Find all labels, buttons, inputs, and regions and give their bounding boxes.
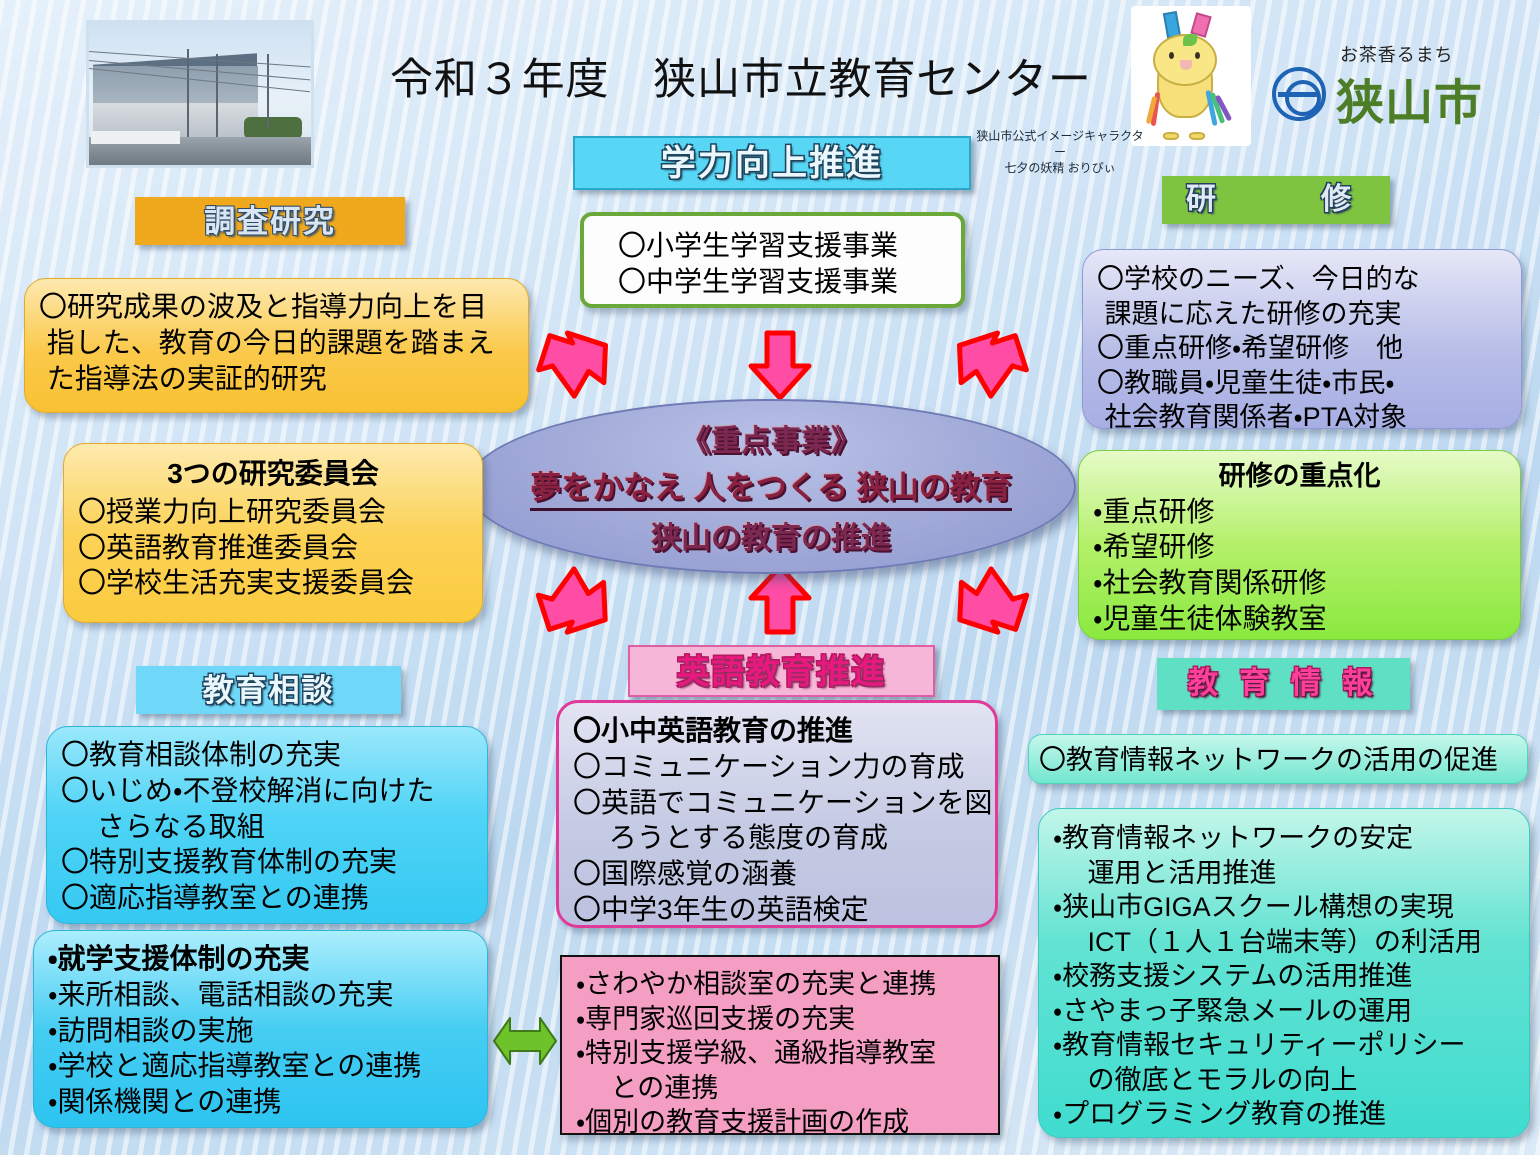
box-kyoiku-soudan: 〇教育相談体制の充実 〇いじめ・不登校解消に向けた さらなる取組 〇特別支援教育… bbox=[46, 726, 488, 924]
central-focus-ellipse: 《重点事業》 夢をかなえ 人をつくる 狭山の教育 狭山の教育の推進 bbox=[466, 399, 1076, 574]
header-kenshu: 研 修 bbox=[1162, 176, 1390, 224]
list-item: た指導法の実証的研究 bbox=[39, 362, 327, 394]
arrow-jouhou-to-center bbox=[950, 562, 1030, 635]
list-item: との連携 bbox=[576, 1072, 719, 1103]
box-three-research-committees: 3つの研究委員会 〇授業力向上研究委員会 〇英語教育推進委員会 〇学校生活充実支… bbox=[63, 443, 483, 623]
box-title: 研修の重点化 bbox=[1218, 461, 1381, 491]
list-item: 〇小学生学習支援事業 bbox=[618, 230, 899, 261]
list-item: 〇特別支援教育体制の充実 bbox=[61, 846, 398, 878]
list-item: 〇適応指導教室との連携 bbox=[61, 882, 369, 914]
list-item: 運用と活用推進 bbox=[1053, 857, 1277, 888]
list-item: 〇中学3年生の英語検定 bbox=[573, 894, 869, 926]
list-item: 〇学校のニーズ、今日的な bbox=[1097, 264, 1420, 294]
list-item: 〇英語教育推進委員会 bbox=[78, 531, 359, 563]
list-item: ・関係機関との連携 bbox=[48, 1086, 282, 1118]
box-title: 3つの研究委員会 bbox=[167, 458, 379, 489]
list-item: 〇教育情報ネットワークの活用の促進 bbox=[1039, 745, 1498, 775]
center-line-2: 夢をかなえ 人をつくる 狭山の教育 bbox=[530, 462, 1012, 511]
list-item: 〇研究成果の波及と指導力向上を目 bbox=[39, 291, 488, 322]
list-item: ・児童生徒体験教室 bbox=[1093, 603, 1327, 635]
list-item: ・来所相談、電話相談の充実 bbox=[48, 978, 394, 1010]
box-sawayaka-soudanshitsu: ・さわやか相談室の充実と連携 ・専門家巡回支援の充実 ・特別支援学級、通級指導教… bbox=[560, 955, 1000, 1137]
list-item: 〇教職員・児童生徒・市民・ bbox=[1097, 367, 1395, 398]
list-item: ・社会教育関係研修 bbox=[1093, 567, 1327, 599]
list-item: 〇中学生学習支援事業 bbox=[618, 265, 899, 297]
page-title: 令和３年度 狭山市立教育センター bbox=[390, 56, 1092, 104]
center-line-1: 《重点事業》 bbox=[681, 425, 861, 458]
center-line-3: 狭山の教育の推進 bbox=[651, 522, 891, 555]
list-item: 〇コミュニケーション力の育成 bbox=[573, 750, 965, 782]
arrow-soudan-to-center bbox=[535, 562, 615, 635]
arrow-eigo-to-center bbox=[745, 562, 815, 636]
list-item: 社会教育関係者・PTA対象 bbox=[1097, 402, 1408, 433]
list-item: ・学校と適応指導教室との連携 bbox=[48, 1050, 422, 1082]
header-chousa-kenkyu: 調査研究 bbox=[135, 197, 405, 245]
list-item: ろうとする態度の育成 bbox=[573, 822, 888, 854]
arrow-kenshu-to-center bbox=[950, 330, 1030, 403]
box-title: ・就学支援体制の充実 bbox=[48, 943, 310, 974]
mascot-oripii-illustration bbox=[1131, 6, 1251, 146]
list-item: 〇英語でコミュニケーションを図 bbox=[573, 786, 993, 818]
list-item: 〇重点研修・希望研修 他 bbox=[1097, 333, 1404, 364]
list-item: ・専門家巡回支援の充実 bbox=[576, 1003, 856, 1034]
box-eigo-kyoiku: 〇小中英語教育の推進 〇コミュニケーション力の育成 〇英語でコミュニケーションを… bbox=[556, 700, 998, 928]
list-item: 〇いじめ・不登校解消に向けた bbox=[61, 774, 435, 806]
arrow-gakuryoku-to-center bbox=[745, 330, 815, 402]
box-kyoiku-jouhou-lead: 〇教育情報ネットワークの活用の促進 bbox=[1028, 734, 1528, 784]
list-item: 〇教育相談体制の充実 bbox=[61, 739, 342, 770]
sayama-city-logo: お茶香るまち 狭山市 bbox=[1272, 45, 1522, 130]
list-item: 〇授業力向上研究委員会 bbox=[78, 495, 387, 527]
list-item: ICT（１人１台端末等）の利活用 bbox=[1053, 926, 1483, 957]
list-item: ・教育情報ネットワークの安定 bbox=[1053, 823, 1414, 853]
list-item: 課題に応えた研修の充実 bbox=[1097, 298, 1402, 329]
box-chousa-kenkyu: 〇研究成果の波及と指導力向上を目 指した、教育の今日的課題を踏まえ た指導法の実… bbox=[24, 278, 529, 413]
box-shuugaku-shien: ・就学支援体制の充実 ・来所相談、電話相談の充実 ・訪問相談の実施 ・学校と適応… bbox=[33, 930, 488, 1128]
header-kyoiku-jouhou: 教 育 情 報 bbox=[1157, 658, 1410, 710]
arrow-shuugaku-sawayaka-link bbox=[490, 1012, 560, 1070]
list-item: ・プログラミング教育の推進 bbox=[1053, 1099, 1387, 1130]
city-logo-name: 狭山市 bbox=[1336, 77, 1483, 130]
box-kyoiku-jouhou-detail: ・教育情報ネットワークの安定 運用と活用推進 ・狭山市GIGAスクール構想の実現… bbox=[1038, 808, 1530, 1138]
mascot-caption-line1: 狭山市公式イメージキャラクター bbox=[976, 129, 1144, 160]
header-gakuryoku-kojo: 学力向上推進 bbox=[573, 136, 971, 190]
list-item: ・重点研修 bbox=[1093, 495, 1215, 527]
box-kenshu: 〇学校のニーズ、今日的な 課題に応えた研修の充実 〇重点研修・希望研修 他 〇教… bbox=[1082, 249, 1522, 432]
list-item: ・個別の教育支援計画の作成 bbox=[576, 1107, 910, 1138]
list-item: 指した、教育の今日的課題を踏まえ bbox=[39, 326, 495, 358]
header-eigo-kyoiku: 英語教育推進 bbox=[628, 645, 935, 697]
list-item: さらなる取組 bbox=[61, 810, 265, 842]
list-item: ・特別支援学級、通級指導教室 bbox=[576, 1038, 937, 1069]
list-item: ・訪問相談の実施 bbox=[48, 1014, 254, 1046]
mascot-caption: 狭山市公式イメージキャラクター 七夕の妖精 おりぴぃ bbox=[972, 128, 1148, 177]
city-emblem-icon bbox=[1272, 67, 1326, 121]
list-item: 〇学校生活充実支援委員会 bbox=[78, 567, 415, 599]
list-item: ・希望研修 bbox=[1093, 531, 1215, 563]
education-center-photo bbox=[86, 20, 314, 168]
list-item: ・さわやか相談室の充実と連携 bbox=[576, 969, 937, 999]
box-title: 〇小中英語教育の推進 bbox=[573, 715, 854, 746]
list-item: ・教育情報セキュリティーポリシー bbox=[1053, 1030, 1466, 1061]
list-item: ・狭山市GIGAスクール構想の実現 bbox=[1053, 892, 1454, 923]
arrow-chousa-to-center bbox=[535, 330, 615, 403]
list-item: ・校務支援システムの活用推進 bbox=[1053, 961, 1413, 992]
header-kyoiku-soudan: 教育相談 bbox=[136, 666, 401, 714]
list-item: の徹底とモラルの向上 bbox=[1053, 1064, 1358, 1095]
box-gakuryoku-kojo: 〇小学生学習支援事業 〇中学生学習支援事業 bbox=[580, 212, 965, 308]
list-item: ・さやまっ子緊急メールの運用 bbox=[1053, 995, 1413, 1026]
mascot-caption-line2: 七夕の妖精 おりぴぃ bbox=[1004, 161, 1116, 176]
box-kenshu-juutenka: 研修の重点化 ・重点研修 ・希望研修 ・社会教育関係研修 ・児童生徒体験教室 bbox=[1078, 450, 1521, 640]
city-logo-tagline: お茶香るまち bbox=[1340, 45, 1454, 65]
list-item: 〇国際感覚の涵養 bbox=[573, 858, 798, 890]
